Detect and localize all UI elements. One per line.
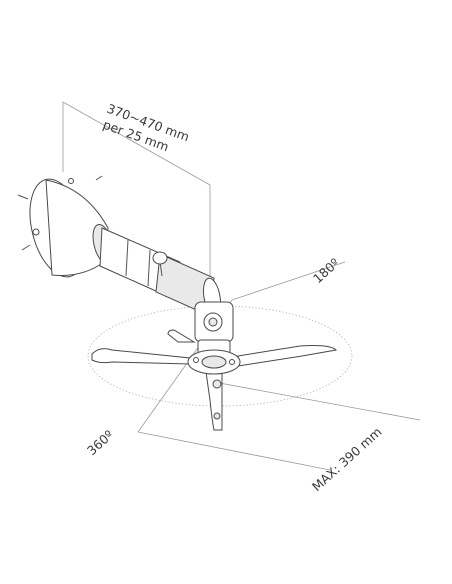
- tilt-angle-label: 180º: [310, 255, 342, 286]
- cross-plate-arms: [91, 329, 338, 431]
- rotation-angle-label: 360º: [84, 427, 116, 458]
- max-reach-label: MAX: 390 mm: [309, 424, 385, 494]
- locking-knob: [152, 251, 168, 277]
- tilt-joint: [194, 301, 234, 355]
